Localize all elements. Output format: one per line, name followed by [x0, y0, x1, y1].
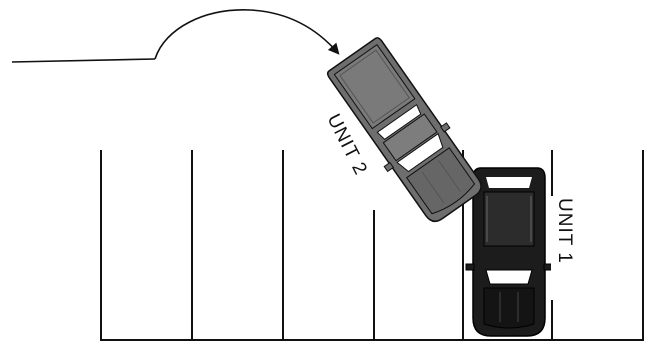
mirror [466, 264, 474, 270]
windshield [486, 270, 532, 284]
travel-path-arrow [155, 10, 338, 59]
hood [484, 288, 534, 328]
roof [484, 192, 534, 246]
mirror [544, 264, 552, 270]
travel-path-line [12, 59, 155, 62]
unit-1-label: UNIT 1 [554, 198, 575, 264]
rear-window [486, 177, 532, 188]
